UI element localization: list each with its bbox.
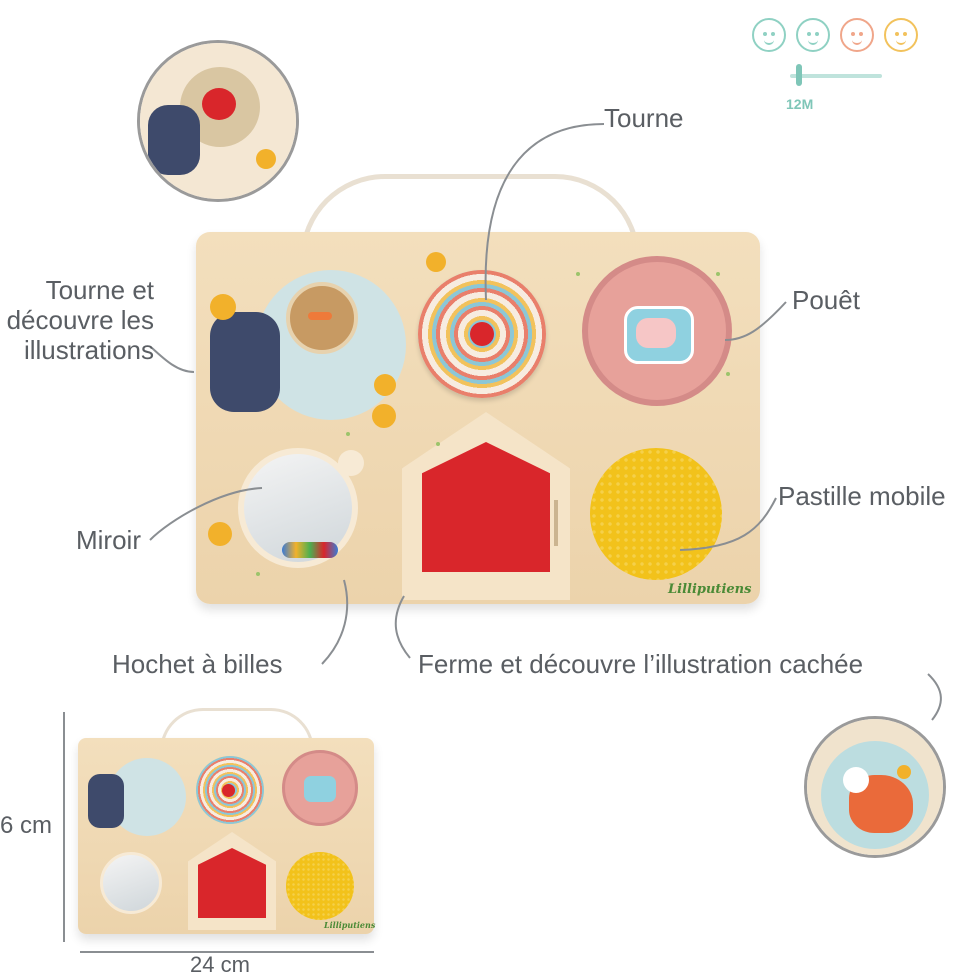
toddler-face-icon — [796, 18, 830, 52]
brand-logo: Lilliputiens — [668, 582, 752, 597]
chick-icon — [374, 374, 396, 396]
chick-icon — [208, 522, 232, 546]
age-label: 12M — [786, 96, 814, 112]
label-miroir: Miroir — [76, 525, 141, 555]
baby-face-icon — [752, 18, 786, 52]
dimension-height: 6 cm — [0, 812, 53, 839]
beads-rattle[interactable] — [282, 542, 338, 558]
house-window — [422, 442, 550, 572]
label-hochet: Hochet à billes — [112, 649, 283, 679]
brand-logo-small: Lilliputiens — [324, 920, 376, 930]
spinner-knob[interactable] — [470, 322, 494, 346]
label-ferme: Ferme et découvre l’illustration cachée — [418, 649, 864, 679]
apple-icon — [202, 88, 236, 120]
bird-icon — [210, 294, 236, 320]
label-pastille-mobile: Pastille mobile — [778, 481, 946, 511]
age-indicator — [752, 18, 918, 52]
donkey-icon — [210, 312, 280, 412]
activity-board: Lilliputiens — [196, 232, 760, 604]
age-slider-track — [790, 74, 882, 78]
chick-icon — [256, 149, 276, 169]
carrot-icon — [308, 312, 332, 320]
activity-board-small: Lilliputiens — [78, 738, 376, 934]
child-face-icon — [840, 18, 874, 52]
mirror-knob — [338, 450, 364, 476]
chick-icon — [372, 404, 396, 428]
zoom-rotating-disc — [137, 40, 299, 202]
kid-face-icon — [884, 18, 918, 52]
sliding-puck-mesh[interactable] — [590, 448, 722, 580]
age-slider-handle — [796, 64, 802, 86]
chick-icon — [426, 252, 446, 272]
door-slider[interactable] — [554, 500, 558, 546]
dimension-width: 24 cm — [190, 952, 250, 977]
label-pouet: Pouêt — [792, 285, 860, 315]
label-tourne-decouvre: Tourne et découvre les illustrations — [6, 275, 154, 365]
zoom-hidden-illustration — [804, 716, 946, 858]
donkey-icon — [148, 105, 200, 175]
label-tourne: Tourne — [604, 103, 684, 133]
